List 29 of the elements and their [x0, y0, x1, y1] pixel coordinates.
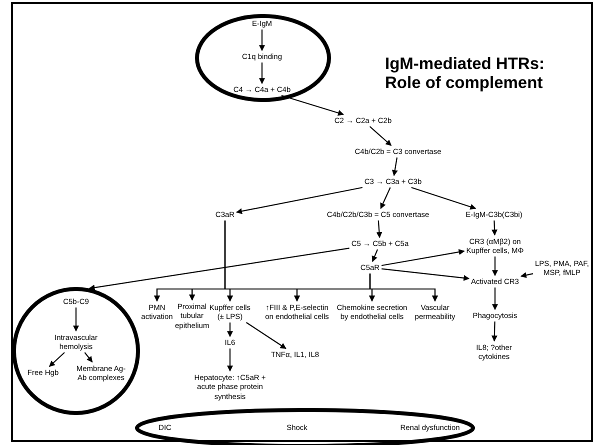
arrow: [520, 272, 534, 278]
arrow: [380, 187, 391, 210]
circle-outline: [12, 287, 140, 415]
arrow: [369, 126, 392, 146]
arrow: [492, 256, 498, 276]
arrow: [259, 62, 265, 84]
arrow: [246, 322, 286, 349]
arrow: [73, 308, 79, 332]
arrow: [376, 220, 382, 238]
ellipse-outline: [195, 14, 331, 102]
arrow: [492, 220, 498, 236]
slide-title: IgM-mediated HTRs: Role of complement: [385, 55, 546, 93]
arrow: [369, 274, 438, 302]
arrow: [382, 268, 470, 281]
arrow: [227, 322, 233, 338]
arrow: [372, 249, 378, 262]
arrow: [259, 30, 265, 52]
arrow: [48, 352, 65, 367]
arrow: [411, 186, 476, 210]
arrow: [236, 186, 362, 214]
arrow: [382, 249, 465, 266]
arrow: [281, 94, 344, 116]
arrow: [492, 288, 498, 310]
arrow: [392, 157, 398, 176]
arrow: [227, 348, 233, 372]
ellipse-outline: [135, 408, 475, 445]
arrow: [84, 352, 93, 362]
arrow: [88, 248, 350, 291]
arrow: [491, 321, 498, 342]
